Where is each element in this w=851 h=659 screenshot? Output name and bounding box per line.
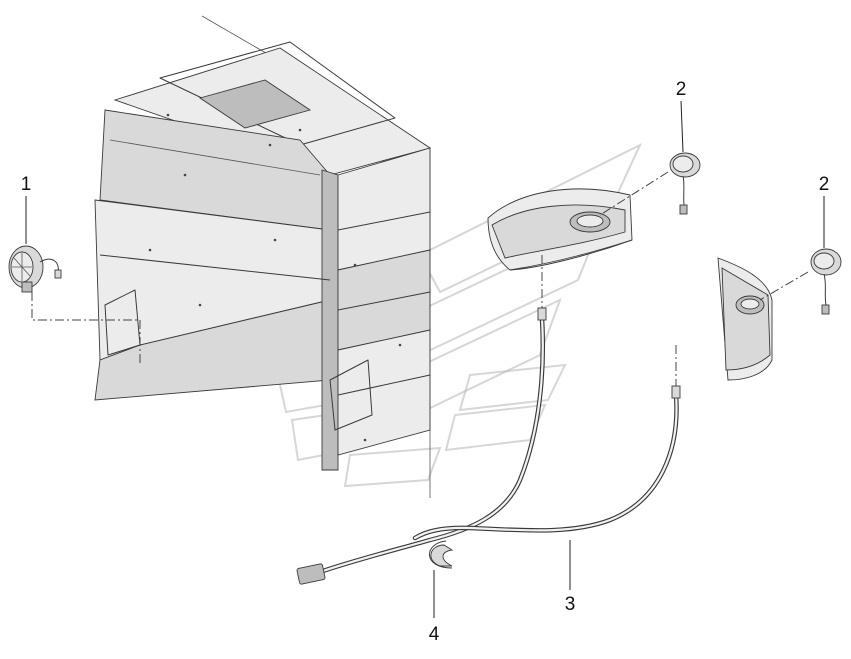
work-lamp-left (8, 245, 62, 293)
fender-housing-lower (717, 257, 773, 381)
fender-housing-upper (487, 188, 633, 271)
side-marker-lamp-upper (669, 152, 701, 215)
mounting-line-2b (759, 271, 809, 301)
cab-body-left (94, 15, 432, 498)
callout-label-3: 3 (565, 594, 576, 615)
callout-label-1: 1 (21, 174, 32, 195)
callout-label-2-upper: 2 (676, 79, 687, 100)
side-marker-lamp-lower (810, 248, 842, 315)
leader-2a (680, 100, 684, 153)
mounting-line-2a (599, 171, 669, 216)
wiring-harness (296, 307, 681, 585)
mounting-line-1 (31, 292, 141, 365)
callout-label-4: 4 (429, 624, 440, 645)
callout-label-2-lower: 2 (819, 174, 830, 195)
cable-clip (429, 540, 454, 569)
